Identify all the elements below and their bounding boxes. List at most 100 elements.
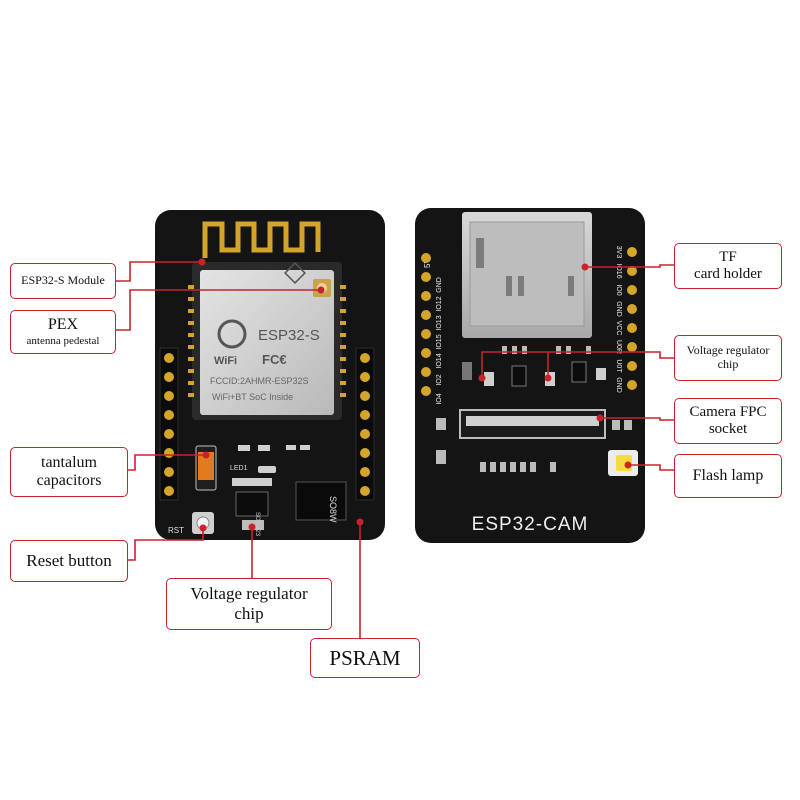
sot-silkscreen: SOT-223 [254,512,260,537]
leader-pex [116,289,321,331]
fcc-logo-text: FC€ [262,352,287,367]
label-psram-text: PSRAM [329,645,401,670]
back-right-pin [627,304,637,314]
tantalum-capacitor [198,452,214,480]
psram-silkscreen: SO8W [328,496,338,523]
label-vreg-front-line2: chip [234,604,264,623]
rst-silkscreen: RST [168,526,184,535]
back-right-pin-label: VCC [615,321,622,336]
label-flash-lamp: Flash lamp [674,454,782,498]
back-left-pin-labels: 5V [423,258,432,268]
front-header-left [159,347,179,501]
back-left-pin [421,367,431,377]
module-shield [200,270,334,415]
back-left-pin [421,310,431,320]
module-pads [188,285,346,397]
front-smd-components [238,445,310,473]
back-right-pin [627,285,637,295]
module-desc-text: WiFi+BT SoC Inside [212,392,293,402]
label-tantalum: tantalum capacitors [10,447,128,497]
leader-reset [128,528,204,561]
back-left-pin [421,291,431,301]
back-left-pin-label: GND [436,277,443,293]
back-right-pin-label: 3V3 [615,246,622,259]
label-pex-subtitle: antenna pedestal [26,334,100,347]
leader-tf [585,264,674,268]
back-left-pin-label: IO2 [436,374,443,385]
label-esp32-module: ESP32-S Module [10,263,116,299]
back-bottom-components [436,418,632,472]
back-right-pin [627,323,637,333]
back-right-pin-label: IO16 [615,263,622,278]
back-right-pin [627,266,637,276]
back-right-pin-label: GND [615,377,622,393]
leader-dots [198,258,632,532]
leader-vreg-back [481,351,674,378]
label-vreg-front-line1: Voltage regulator [190,584,308,604]
back-left-pin-label: IO13 [436,315,443,330]
wifi-logo-text: WiFi [214,355,237,367]
front-board: ESP32-S WiFi FC€ FCCID:2AHMR-ESP32S WiFi… [155,210,385,540]
label-tf-card-holder: TF card holder [674,243,782,289]
back-right-pin-label: GND [615,301,622,317]
label-tf-line2: card holder [694,266,762,282]
label-fpc-line2: socket [708,421,748,437]
back-left-pin-label: IO14 [436,353,443,368]
back-smd-row [502,346,591,354]
back-left-pin-label: IO4 [436,393,443,404]
label-vreg-back-line2: chip [717,357,739,371]
back-left-pin [421,272,431,282]
back-left-pin [421,348,431,358]
label-fpc-line1: Camera FPC [689,403,767,420]
label-vreg-back-line1: Voltage regulator [686,343,770,358]
label-pex-title: PEX [47,316,79,334]
label-tantalum-line1: tantalum [41,453,97,471]
leader-esp32-module [116,261,202,282]
psram-chip [295,481,347,521]
pin-label-5v: 5V [423,258,432,268]
back-left-pin [421,329,431,339]
leader-flash [628,464,674,471]
label-voltage-regulator-front: Voltage regulator chip [166,578,332,630]
label-voltage-regulator-back: Voltage regulator chip [674,335,782,381]
leader-tantalum [128,454,206,471]
module-name-text: ESP32-S [258,327,320,344]
back-left-pin [421,253,431,263]
tf-card-holder-inner [469,221,585,327]
back-left-pin-label: IO15 [436,334,443,349]
front-right-pins [360,353,370,496]
label-flash-lamp-text: Flash lamp [692,466,764,484]
label-tantalum-line2: capacitors [36,472,102,489]
label-psram: PSRAM [310,638,420,678]
label-tf-line1: TF [719,248,737,265]
back-right-pin-label: IO0 [615,284,622,295]
back-right-pin [627,342,637,352]
espressif-logo-icon [217,319,247,349]
leader-fpc [600,417,674,421]
back-right-pin-label: U0T [615,359,622,373]
label-camera-fpc: Camera FPC socket [674,398,782,444]
tf-holder-slots [476,238,574,296]
pcb-antenna [202,221,321,258]
front-header-right [355,347,375,501]
label-reset-button-text: Reset button [26,551,112,571]
back-right-pin-label: U0R [615,340,622,354]
module-id-text: FCCID:2AHMR-ESP32S [210,376,309,386]
led-silkscreen: LED1 [230,465,248,472]
label-pex: PEX antenna pedestal [10,310,116,354]
leader-lines [116,261,674,638]
back-left-pin [421,386,431,396]
board-name-text: ESP32-CAM [472,514,589,535]
back-right-pin [627,361,637,371]
pex-outline-mark [284,262,306,284]
label-esp32-module-text: ESP32-S Module [21,273,105,288]
back-right-pin [627,380,637,390]
front-left-pins [164,353,174,496]
label-reset-button: Reset button [10,540,128,582]
back-right-pin [627,247,637,257]
camera-fpc-latch [466,416,599,426]
